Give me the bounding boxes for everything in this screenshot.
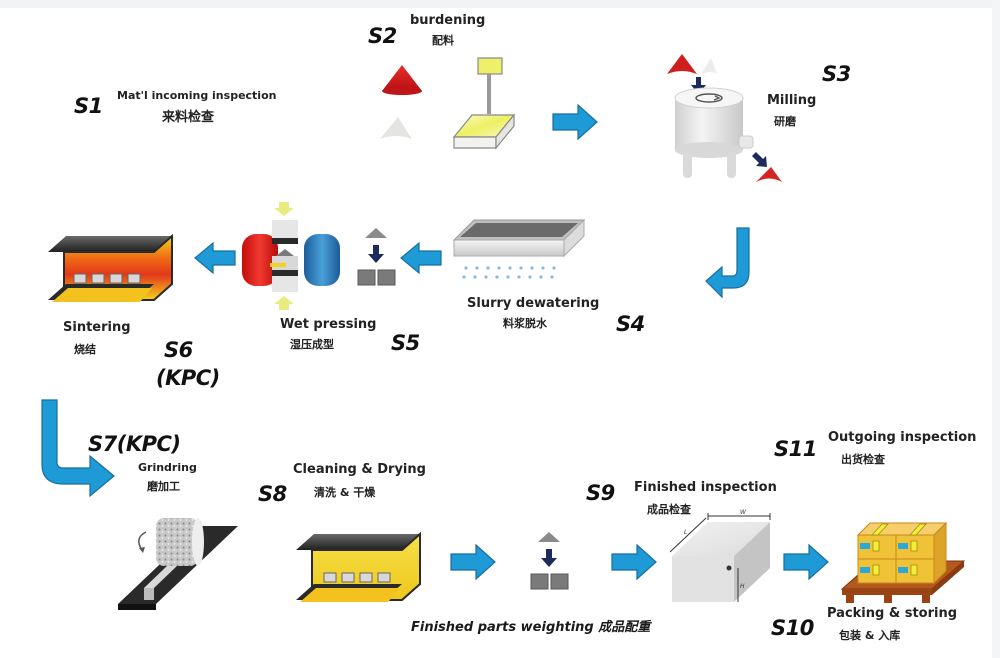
- step-s6-suffix: (KPC): [156, 366, 220, 390]
- step-s3-zh: 研磨: [774, 115, 796, 128]
- step-s10-zh: 包装 & 入库: [839, 629, 901, 642]
- step-s4-en: Slurry dewatering: [467, 296, 600, 311]
- dimension-height-label: H: [740, 583, 745, 590]
- mill-icon: [667, 54, 782, 182]
- step-s11-en: Outgoing inspection: [828, 430, 977, 445]
- step-s6-label: S6: [164, 338, 193, 362]
- step-s10-en: Packing & storing: [827, 606, 958, 621]
- flow-arrow-right-icon: [611, 543, 657, 581]
- step-s1-en: Mat'l incoming inspection: [117, 89, 277, 102]
- flow-arrow-left-icon: [194, 241, 236, 275]
- weighting-blocks-icon: [530, 532, 569, 590]
- step-s11-zh: 出货检查: [841, 453, 885, 466]
- step-s5-zh: 湿压成型: [290, 338, 334, 351]
- step-s2-en: burdening: [410, 13, 486, 28]
- step-s5-en: Wet pressing: [280, 317, 377, 332]
- right-border: [992, 0, 1000, 658]
- step-s10-label: S10: [771, 616, 814, 640]
- step-s6-en: Sintering: [63, 320, 131, 335]
- cleaning-dryer-icon: [296, 531, 421, 602]
- pallet-boxes-icon: [840, 521, 966, 603]
- grinding-wheel-icon: [118, 518, 238, 610]
- step-s8-label: S8: [258, 482, 287, 506]
- wet-press-icon: [242, 202, 340, 310]
- dimension-length-label: L: [684, 529, 687, 536]
- step-s7-zh: 磨加工: [147, 480, 180, 493]
- step-s5-label: S5: [391, 331, 420, 355]
- weighting-caption: Finished parts weighting 成品配重: [411, 620, 651, 635]
- dimension-width-label: W: [740, 509, 747, 516]
- flow-arrow-right-icon: [552, 103, 598, 141]
- flow-arrow-left-icon: [400, 241, 442, 275]
- measured-block-icon: W L H: [669, 509, 771, 602]
- step-s4-zh: 料浆脱水: [503, 317, 547, 330]
- step-s1-label: S1: [74, 94, 103, 118]
- step-s3-en: Milling: [767, 93, 817, 108]
- step-s1-zh: 来料检查: [162, 110, 215, 125]
- flow-arrow-down-right-icon: [41, 399, 115, 498]
- step-s6-zh: 烧结: [74, 343, 96, 356]
- step-s9-label: S9: [586, 481, 615, 505]
- powder-to-blocks-icon: [357, 228, 396, 286]
- top-border: [0, 0, 1000, 8]
- step-s2-label: S2: [368, 24, 397, 48]
- step-s2-zh: 配料: [432, 34, 454, 47]
- step-s9-zh: 成品检查: [647, 503, 691, 516]
- flow-arrow-right-icon: [450, 543, 496, 581]
- step-s9-en: Finished inspection: [634, 480, 777, 495]
- sintering-furnace-icon: [48, 233, 173, 302]
- step-s4-label: S4: [616, 312, 645, 336]
- step-s3-label: S3: [822, 62, 851, 86]
- flow-arrow-right-icon: [783, 543, 829, 581]
- burdening-scale-icon: [380, 57, 516, 150]
- dewatering-tray-icon: [452, 218, 586, 279]
- step-s7-label: S7(KPC): [88, 432, 181, 456]
- flow-arrow-down-left-icon: [705, 227, 750, 299]
- step-s11-label: S11: [774, 437, 817, 461]
- step-s8-en: Cleaning & Drying: [293, 462, 426, 477]
- step-s8-zh: 清洗 & 干燥: [314, 486, 376, 499]
- step-s7-en: Grindring: [138, 461, 197, 474]
